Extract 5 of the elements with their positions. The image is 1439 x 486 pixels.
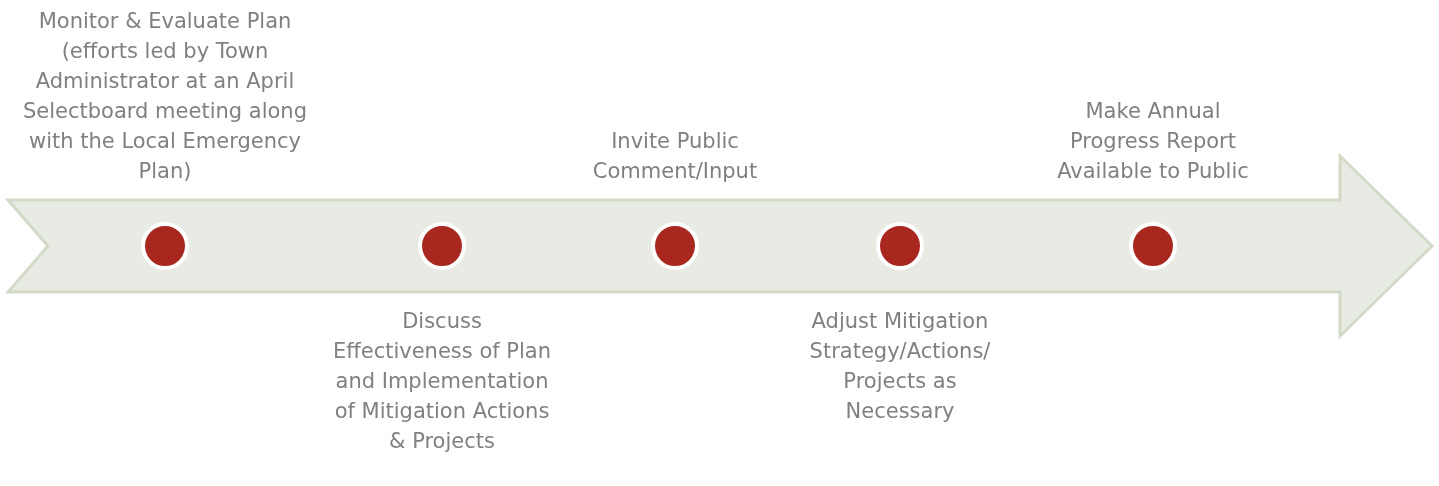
milestone-label: Make Annual Progress Report Available to Public [1056,98,1250,185]
milestone-label: Adjust Mitigation Strategy/Actions/ Projects as Necessary [808,308,992,425]
milestone-label: Discuss Effectiveness of Plan and Implementation of Mitigation Actions & Projects [332,308,552,455]
milestone-label: Monitor & Evaluate Plan (efforts led by Town Administrator at an April Selectboard meeting along with the Local Emergency Plan) [22,8,308,185]
milestone-label: Invite Public Comment/Input [591,128,759,185]
